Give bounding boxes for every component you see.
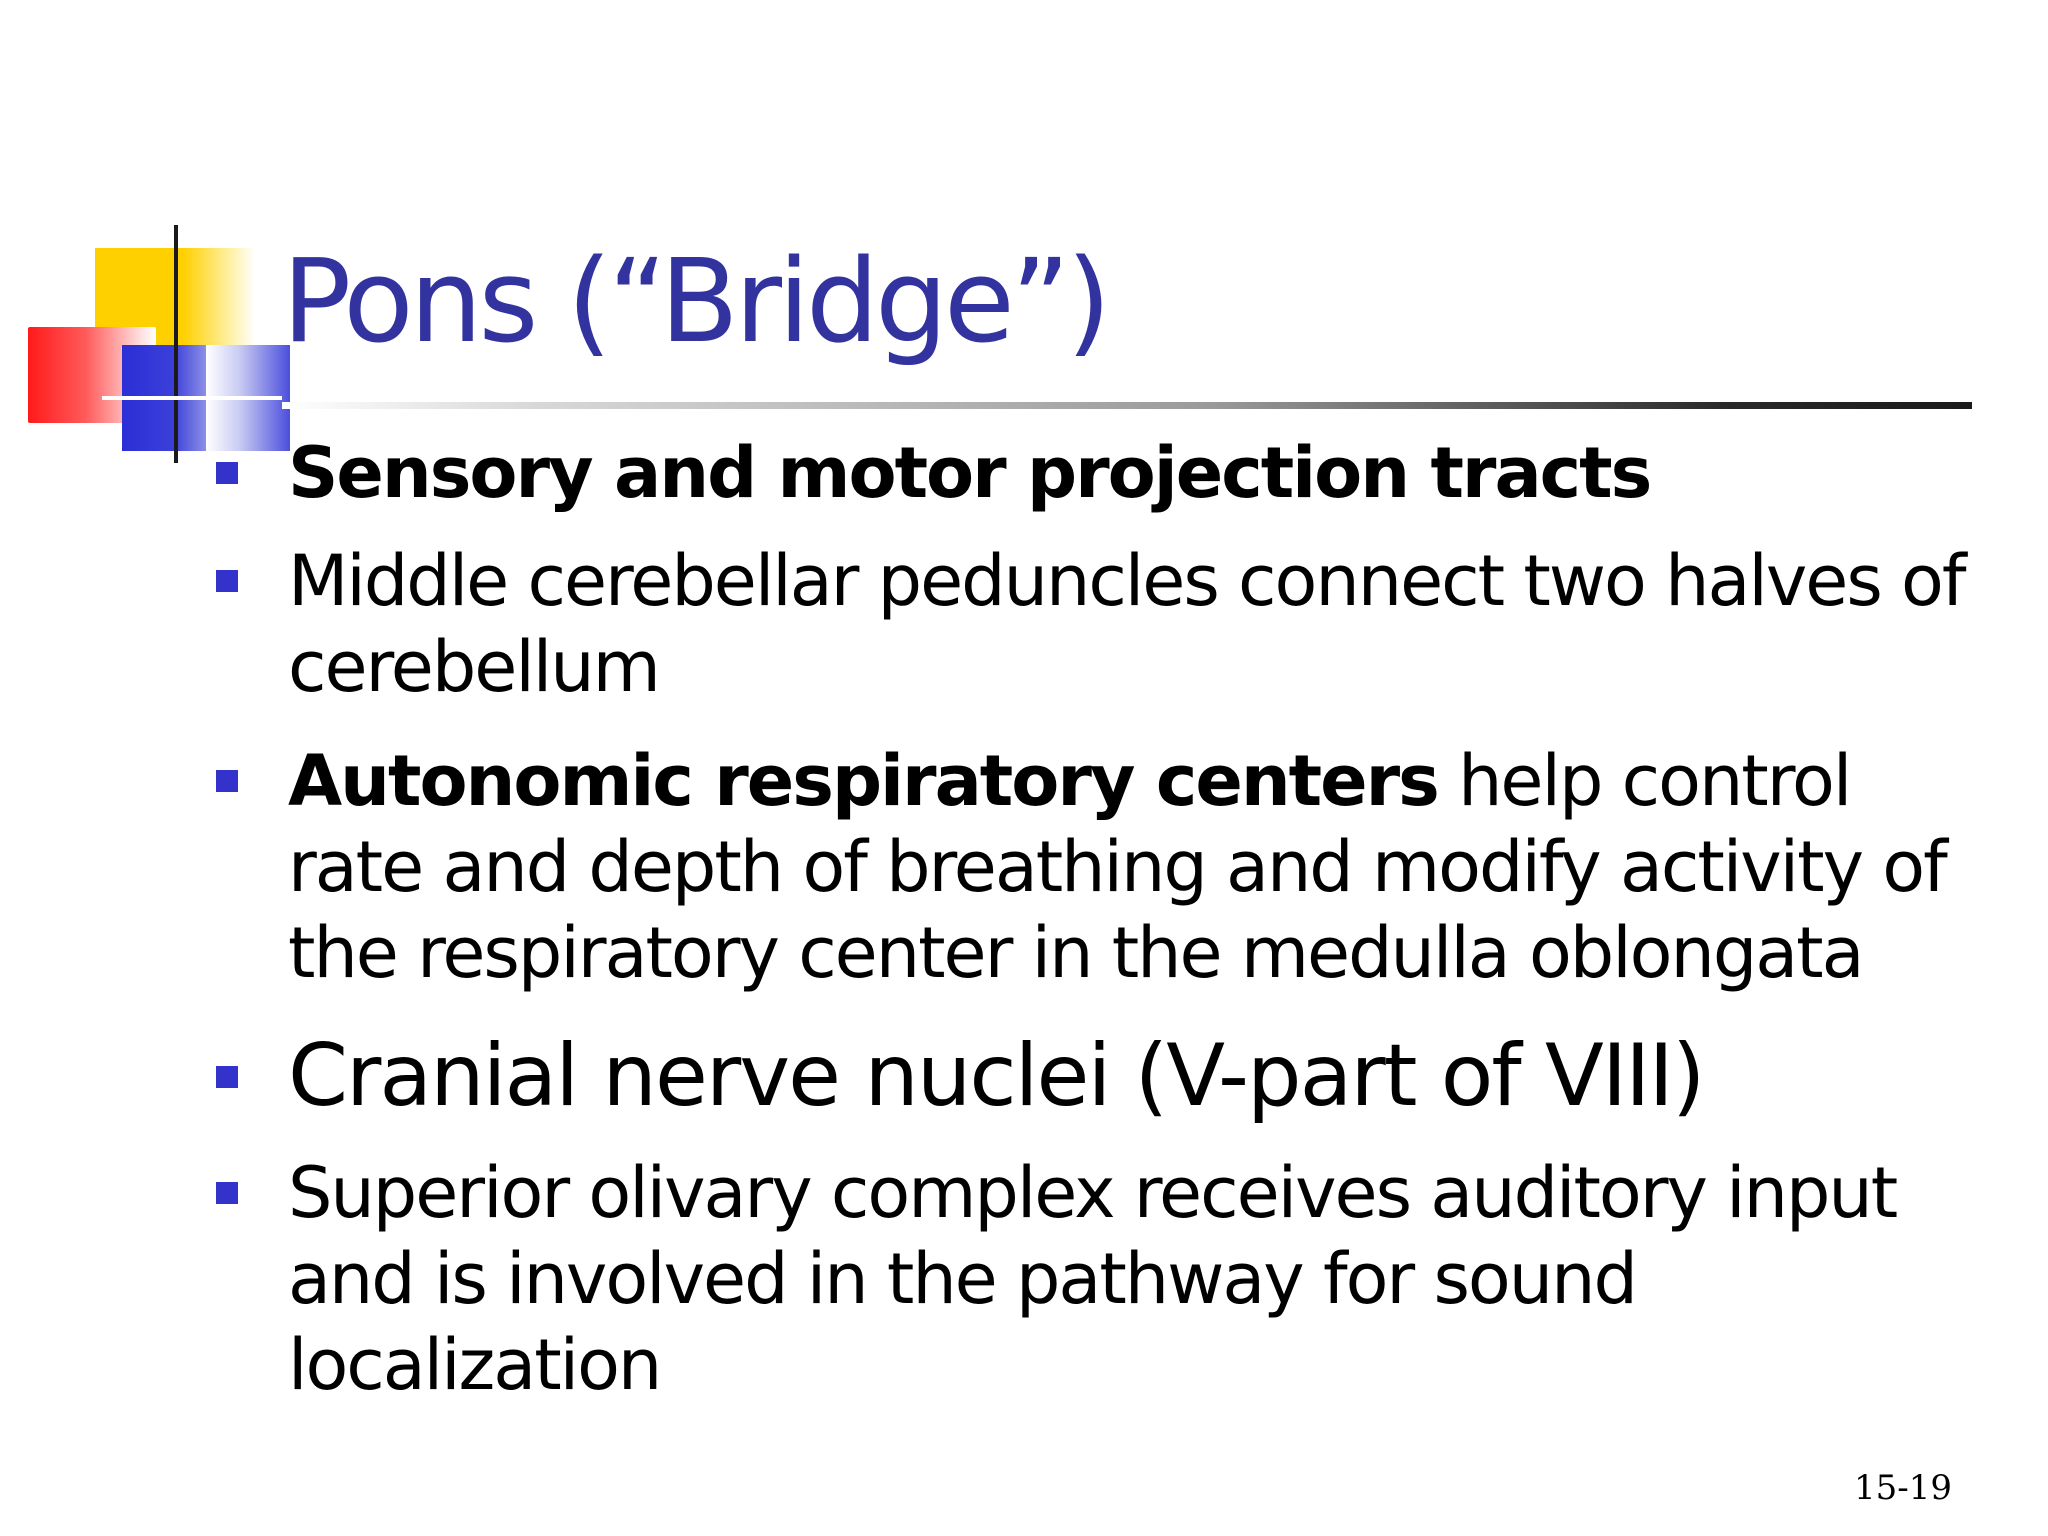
bullet-bold-text: Sensory and motor projection tracts <box>288 432 1652 514</box>
slide-title: Pons (“Bridge”) <box>282 235 1111 369</box>
bullet-item: Autonomic respiratory centers help contr… <box>210 738 1970 996</box>
bullet-square-icon <box>216 462 238 484</box>
slide-number: 15-19 <box>1853 1468 1952 1508</box>
bullet-list: Sensory and motor projection tracts Midd… <box>210 430 1970 1408</box>
title-underline <box>282 402 1972 409</box>
bullet-item: Middle cerebellar peduncles connect two … <box>210 538 1970 710</box>
bullet-square-icon <box>216 570 238 592</box>
bullet-text: Middle cerebellar peduncles connect two … <box>288 540 1967 708</box>
bullet-text: Cranial nerve nuclei (V-part of VIII) <box>288 1026 1705 1126</box>
bullet-item: Sensory and motor projection tracts <box>210 430 1970 516</box>
decorative-vertical-line <box>174 225 178 463</box>
bullet-square-icon <box>216 1066 238 1088</box>
bullet-item: Cranial nerve nuclei (V-part of VIII) <box>210 1026 1970 1126</box>
bullet-text: Superior olivary complex receives audito… <box>288 1152 1898 1406</box>
bullet-item: Superior olivary complex receives audito… <box>210 1150 1970 1408</box>
bullet-bold-text: Autonomic respiratory centers <box>288 740 1440 822</box>
decorative-horizontal-line <box>102 396 282 400</box>
bullet-text: help control rate and depth of breathing… <box>288 740 1948 994</box>
bullet-square-icon <box>216 770 238 792</box>
bullet-square-icon <box>216 1182 238 1204</box>
